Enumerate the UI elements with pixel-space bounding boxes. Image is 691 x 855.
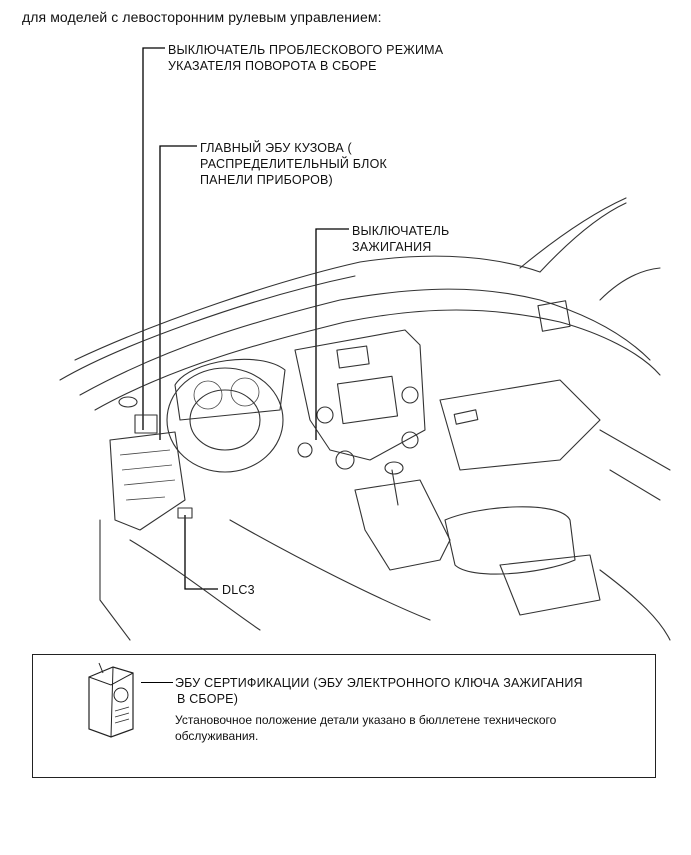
instrument-cluster (174, 358, 286, 421)
dlc3-connector (177, 507, 193, 519)
armrest (444, 506, 576, 575)
turn-signal-switch-label: ВЫКЛЮЧАТЕЛЬ ПРОБЛЕСКОВОГО РЕЖИМА УКАЗАТЕ… (168, 42, 443, 74)
certification-ecu-title-line2: В СБОРЕ) (177, 692, 239, 706)
ignition-switch-label: ВЫКЛЮЧАТЕЛЬ ЗАЖИГАНИЯ (352, 223, 449, 255)
intro-text: для моделей с левосторонним рулевым упра… (22, 9, 382, 25)
certification-ecu-title-line1: ЭБУ СЕРТИФИКАЦИИ (ЭБУ ЭЛЕКТРОННОГО КЛЮЧА… (175, 676, 583, 690)
clock-display (336, 345, 370, 369)
main-body-ecu-label-line3: ПАНЕЛИ ПРИБОРОВ) (200, 173, 333, 187)
ignition-switch-label-line1: ВЫКЛЮЧАТЕЛЬ (352, 224, 450, 238)
leader-dlc3 (184, 515, 218, 590)
turn-signal-switch-label-line2: УКАЗАТЕЛЯ ПОВОРОТА В СБОРЕ (168, 59, 377, 73)
leader-main-body-ecu (159, 145, 197, 440)
turn-signal-switch-label-line1: ВЫКЛЮЧАТЕЛЬ ПРОБЛЕСКОВОГО РЕЖИМА (168, 43, 444, 57)
certification-ecu-note-line2: обслуживания. (175, 729, 259, 743)
main-body-ecu-label: ГЛАВНЫЙ ЭБУ КУЗОВА ( РАСПРЕДЕЛИТЕЛЬНЫЙ Б… (200, 140, 387, 188)
windshield-outline (74, 255, 541, 361)
certification-ecu-box: ЭБУ СЕРТИФИКАЦИИ (ЭБУ ЭЛЕКТРОННОГО КЛЮЧА… (32, 654, 656, 778)
dlc3-label: DLC3 (222, 583, 255, 597)
leader-turn-signal-switch (142, 47, 165, 430)
main-body-ecu-label-line1: ГЛАВНЫЙ ЭБУ КУЗОВА ( (200, 141, 352, 155)
certification-ecu-title: ЭБУ СЕРТИФИКАЦИИ (ЭБУ ЭЛЕКТРОННОГО КЛЮЧА… (175, 675, 583, 707)
leader-ignition-switch (315, 228, 349, 440)
certification-ecu-icon (88, 662, 134, 738)
junction-block (109, 431, 186, 531)
center-console (354, 479, 451, 571)
dashboard-top (79, 288, 651, 396)
center-stack (294, 329, 426, 461)
shift-lever (384, 461, 404, 506)
certification-ecu-leader (141, 682, 173, 683)
main-body-ecu-label-line2: РАСПРЕДЕЛИТЕЛЬНЫЙ БЛОК (200, 157, 387, 171)
steering-wheel (166, 367, 284, 473)
ignition-switch-label-line2: ЗАЖИГАНИЯ (352, 240, 432, 254)
side-vent (537, 300, 571, 332)
glove-box (439, 379, 601, 471)
ignition-switch-drawing (335, 450, 355, 470)
certification-ecu-note-line1: Установочное положение детали указано в … (175, 713, 557, 727)
dashboard-illustration (59, 47, 671, 641)
display-screen (336, 375, 399, 425)
certification-ecu-note: Установочное положение детали указано в … (175, 712, 556, 744)
